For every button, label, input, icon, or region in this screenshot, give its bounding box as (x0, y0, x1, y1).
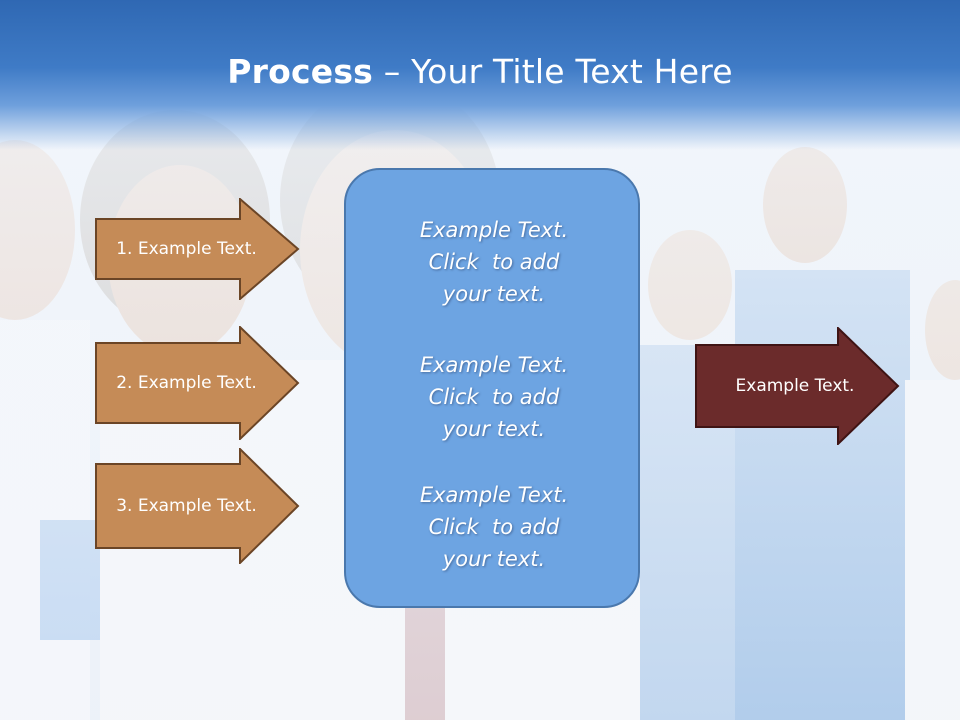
title-bold-text: Process (227, 52, 374, 91)
paragraph-line: Click to add (428, 385, 560, 409)
step-arrow-label: 3. Example Text. (116, 496, 257, 516)
arrow-shape-icon (95, 198, 300, 300)
paragraph-line: Example Text. (419, 353, 569, 377)
center-text-box[interactable]: Example Text. Click to add your text. Ex… (344, 168, 640, 608)
step-arrow-3[interactable]: 3. Example Text. (95, 448, 300, 564)
arrow-shape-icon (95, 326, 300, 440)
step-arrow-1[interactable]: 1. Example Text. (95, 198, 300, 300)
title-bar (0, 0, 960, 150)
result-arrow[interactable]: Example Text. (695, 327, 900, 445)
paragraph-line: Click to add (428, 515, 560, 539)
step-arrow-label: 2. Example Text. (116, 373, 257, 393)
paragraph-line: Click to add (428, 250, 560, 274)
center-paragraph-1: Example Text. Click to add your text. (346, 214, 642, 310)
result-arrow-label: Example Text. (735, 376, 855, 396)
title-rest-text: – Your Title Text Here (373, 52, 733, 91)
paragraph-line: your text. (442, 547, 546, 571)
center-paragraph-2: Example Text. Click to add your text. (346, 349, 642, 445)
arrow-shape-icon (95, 448, 300, 564)
step-arrow-2[interactable]: 2. Example Text. (95, 326, 300, 440)
slide-title[interactable]: Process – Your Title Text Here (0, 52, 960, 91)
step-arrow-label: 1. Example Text. (116, 239, 257, 259)
center-paragraph-3: Example Text. Click to add your text. (346, 479, 642, 575)
arrow-shape-icon (695, 327, 900, 445)
paragraph-line: your text. (442, 417, 546, 441)
paragraph-line: Example Text. (419, 218, 569, 242)
paragraph-line: your text. (442, 282, 546, 306)
paragraph-line: Example Text. (419, 483, 569, 507)
